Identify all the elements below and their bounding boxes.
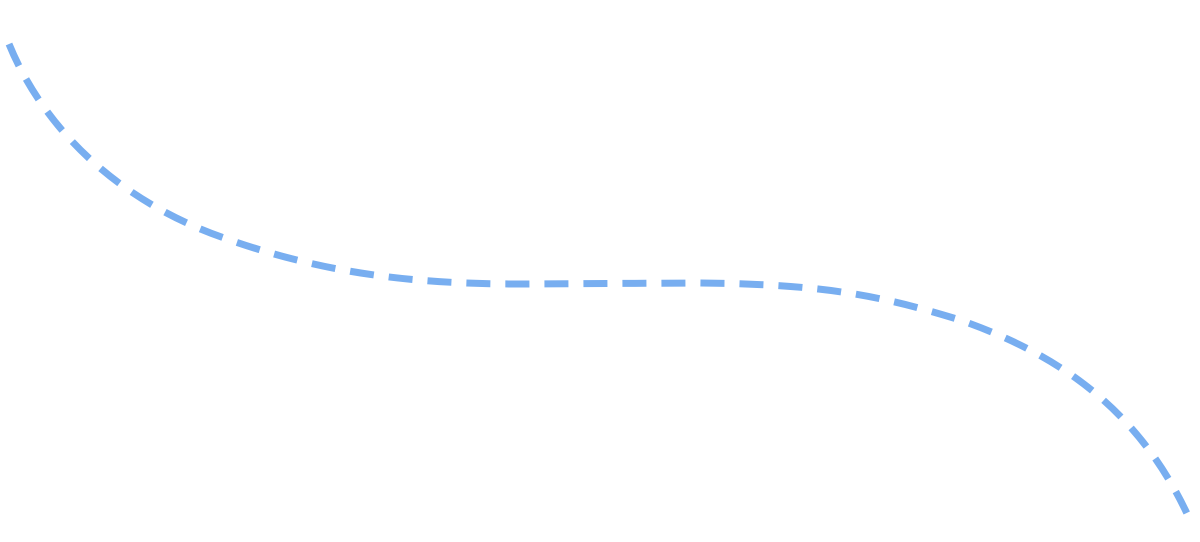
dashed-s-curve [5, 42, 1194, 522]
